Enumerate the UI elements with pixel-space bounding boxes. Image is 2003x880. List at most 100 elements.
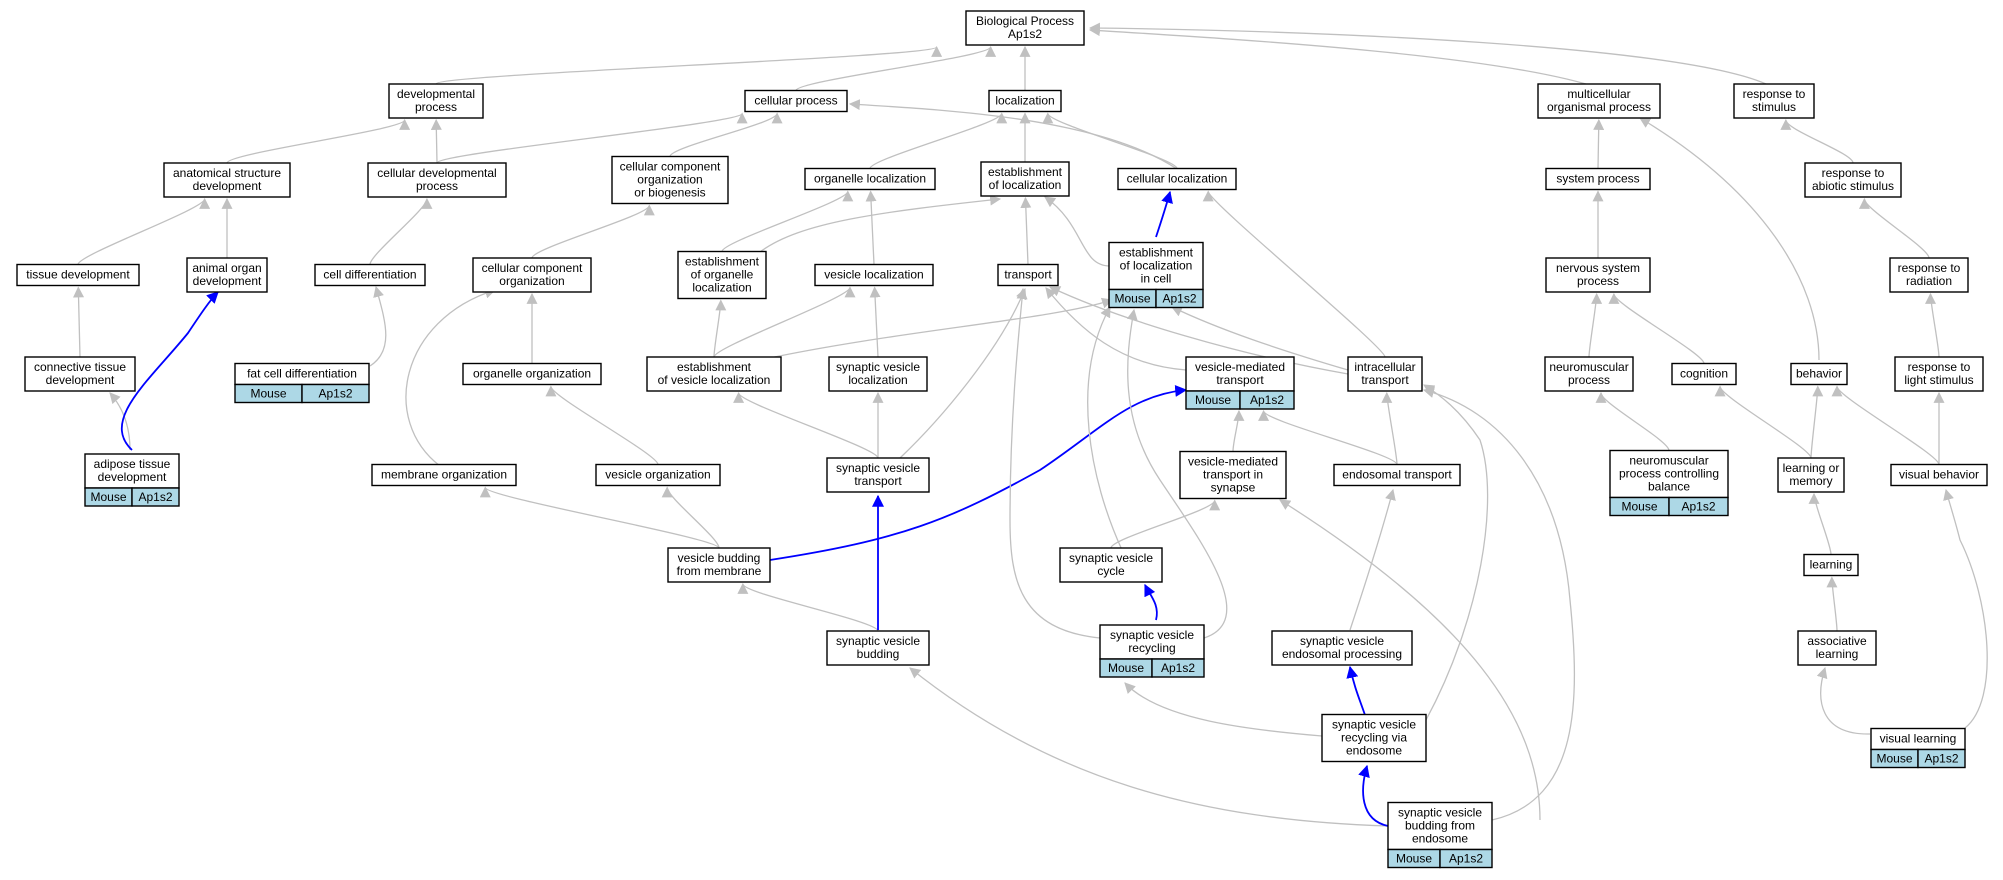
- is-a-edge: [436, 112, 748, 164]
- go-term-membrane-organization[interactable]: membrane organization: [371, 463, 517, 487]
- go-term-system-process[interactable]: system process: [1545, 167, 1651, 191]
- term-box: [997, 263, 1059, 287]
- go-term-vesicle-organization[interactable]: vesicle organization: [595, 463, 721, 487]
- term-box: [24, 356, 136, 392]
- go-term-vesicle-localization[interactable]: vesicle localization: [814, 263, 934, 287]
- term-label-line: localization: [995, 94, 1054, 108]
- go-term-organelle-organization[interactable]: organelle organization: [462, 362, 602, 386]
- term-label-line: transport: [854, 474, 902, 488]
- term-box: [1797, 630, 1877, 666]
- term-label-line: memory: [1789, 474, 1832, 488]
- term-label-line: process: [1577, 274, 1619, 288]
- term-label-line: behavior: [1796, 367, 1842, 381]
- term-label-line: in cell: [1141, 272, 1172, 286]
- is-a-edge: [531, 204, 655, 259]
- term-box: [1671, 362, 1737, 386]
- is-a-edge: [1009, 287, 1101, 639]
- is-a-edge: [405, 287, 497, 467]
- is-a-edge: [1020, 196, 1032, 265]
- term-box: [388, 83, 484, 119]
- is-a-edge: [1422, 387, 1575, 821]
- term-label-line: response to: [1743, 87, 1806, 101]
- go-term-tissue-development[interactable]: tissue development: [16, 263, 140, 287]
- go-term-learning[interactable]: learning: [1803, 553, 1859, 577]
- term-label-line: localization: [692, 281, 751, 295]
- term-label-line: response to: [1908, 360, 1971, 374]
- is-a-edge: [869, 112, 1008, 170]
- go-term-cell-differentiation[interactable]: cell differentiation: [314, 263, 426, 287]
- go-term-localization[interactable]: localization: [988, 89, 1062, 113]
- term-label-line: cellular localization: [1127, 172, 1228, 186]
- term-label-line: intracellular: [1354, 360, 1415, 374]
- is-a-edge: [1423, 384, 1489, 721]
- is-a-edge: [1171, 306, 1349, 371]
- term-label-line: establishment: [685, 255, 760, 269]
- is-a-edge: [1349, 488, 1396, 631]
- go-term-cellular-localization[interactable]: cellular localization: [1117, 167, 1237, 191]
- term-label-line: stimulus: [1752, 100, 1796, 114]
- go-term-cognition[interactable]: cognition: [1671, 362, 1737, 386]
- term-label-line: organelle organization: [473, 367, 591, 381]
- is-a-edge: [661, 486, 720, 549]
- is-a-edge: [1608, 292, 1705, 364]
- is-a-edge: [795, 45, 996, 92]
- term-box: [472, 257, 592, 293]
- species-label: Mouse: [1621, 500, 1657, 514]
- go-term-transport[interactable]: transport: [997, 263, 1059, 287]
- is-a-edge: [1639, 117, 1820, 361]
- go-term-organelle-localization[interactable]: organelle localization: [804, 167, 936, 191]
- term-box: [314, 263, 426, 287]
- species-label: Mouse: [1195, 393, 1231, 407]
- go-term-cellular-process[interactable]: cellular process: [744, 89, 848, 113]
- is-a-edge: [1088, 25, 1600, 89]
- term-label-line: vesicle budding: [678, 551, 761, 565]
- is-a-edge: [1045, 287, 1187, 371]
- term-label-line: synaptic vesicle: [836, 360, 920, 374]
- go-term-behavior[interactable]: behavior: [1790, 362, 1848, 386]
- term-label-line: endosomal processing: [1282, 647, 1402, 661]
- term-label-line: synaptic vesicle: [836, 461, 920, 475]
- go-term-visual-behavior[interactable]: visual behavior: [1890, 463, 1988, 487]
- gene-label: Ap1s2: [1161, 661, 1195, 675]
- go-term-endosomal-transport[interactable]: endosomal transport: [1333, 463, 1461, 487]
- is-a-edge: [848, 99, 1178, 170]
- term-box: [826, 630, 930, 666]
